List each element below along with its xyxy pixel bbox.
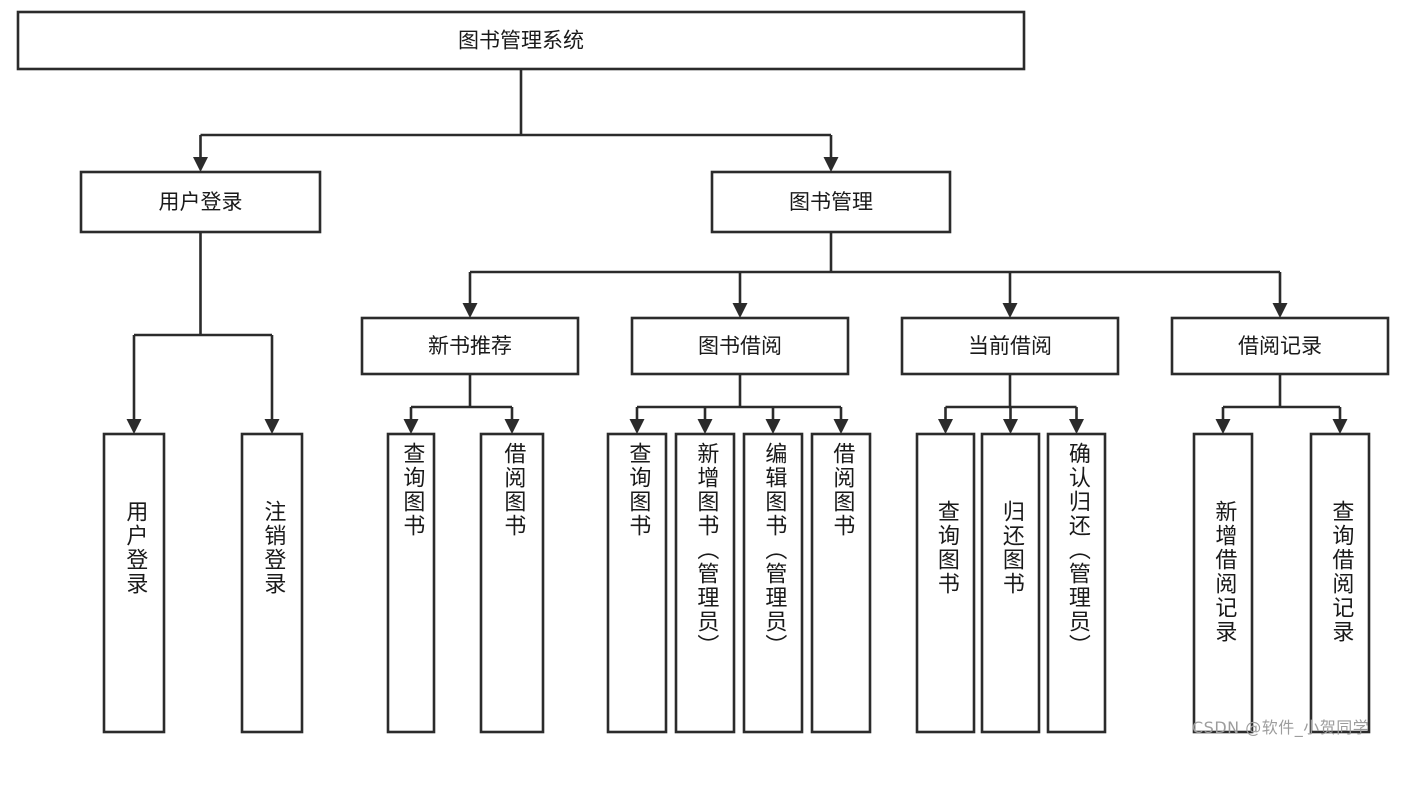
root-to-book-management-arrowhead — [823, 157, 839, 172]
book-borrow-to-bb-edit-book-arrowhead — [765, 419, 781, 434]
watermark: CSDN @软件_小贺同学 — [1192, 718, 1370, 737]
node-box-nbr-query-book[interactable] — [386, 432, 436, 734]
book-management-to-current-borrow-arrowhead — [1002, 303, 1018, 318]
node-box-root[interactable] — [16, 10, 1026, 71]
current-borrow-to-cb-query-book-arrowhead — [938, 419, 953, 434]
book-management-to-book-borrow-arrowhead — [732, 303, 748, 318]
node-box-current-borrow[interactable] — [900, 316, 1120, 376]
node-box-nbr-borrow-book[interactable] — [479, 432, 545, 734]
node-box-cb-confirm-return[interactable] — [1046, 432, 1107, 734]
book-borrow-to-bb-add-book-arrowhead — [697, 419, 713, 434]
node-label-book-management: 图书管理 — [789, 190, 873, 214]
borrow-record-to-br-query-record-arrowhead — [1332, 419, 1348, 434]
diagram-root: 图书管理系统用户登录图书管理新书推荐图书借阅当前借阅借阅记录 用户登录注销登录查… — [16, 10, 1390, 737]
node-box-user-login-login[interactable] — [102, 432, 166, 734]
root-to-user-login-arrowhead — [193, 157, 208, 172]
node-label-current-borrow: 当前借阅 — [968, 334, 1052, 358]
node-box-bb-borrow-book[interactable] — [810, 432, 872, 734]
user-login-to-user-login-login-arrowhead — [126, 419, 142, 434]
book-borrow-to-bb-borrow-book-arrowhead — [833, 419, 849, 434]
current-borrow-to-cb-confirm-return-arrowhead — [1069, 419, 1084, 434]
node-label-user-login: 用户登录 — [159, 190, 243, 214]
node-box-bb-query-book[interactable] — [606, 432, 668, 734]
new-book-recommend-to-nbr-query-book-arrowhead — [403, 419, 419, 434]
node-box-bb-add-book[interactable] — [674, 432, 736, 734]
node-label-borrow-record: 借阅记录 — [1238, 334, 1322, 358]
node-box-book-borrow[interactable] — [630, 316, 850, 376]
node-label-book-borrow: 图书借阅 — [698, 334, 782, 358]
book-borrow-to-bb-query-book-arrowhead — [629, 419, 645, 434]
node-box-br-query-record[interactable] — [1309, 432, 1371, 734]
node-box-cb-return-book[interactable] — [980, 432, 1041, 734]
node-box-cb-query-book[interactable] — [915, 432, 976, 734]
node-label-root: 图书管理系统 — [458, 29, 584, 53]
node-label-new-book-recommend: 新书推荐 — [428, 334, 512, 358]
book-management-to-new-book-recommend-arrowhead — [462, 303, 478, 318]
node-box-borrow-record[interactable] — [1170, 316, 1390, 376]
node-box-book-management[interactable] — [710, 170, 952, 234]
node-box-br-add-record[interactable] — [1192, 432, 1254, 734]
current-borrow-to-cb-return-book-arrowhead — [1003, 419, 1018, 434]
new-book-recommend-to-nbr-borrow-book-arrowhead — [504, 419, 520, 434]
node-box-bb-edit-book[interactable] — [742, 432, 804, 734]
node-box-new-book-recommend[interactable] — [360, 316, 580, 376]
book-management-to-borrow-record-arrowhead — [1272, 303, 1288, 318]
node-box-user-login[interactable] — [79, 170, 322, 234]
user-login-to-user-login-logout-arrowhead — [264, 419, 280, 434]
borrow-record-to-br-add-record-arrowhead — [1215, 419, 1231, 434]
node-box-user-login-logout[interactable] — [240, 432, 304, 734]
connector-layer — [126, 69, 1348, 434]
